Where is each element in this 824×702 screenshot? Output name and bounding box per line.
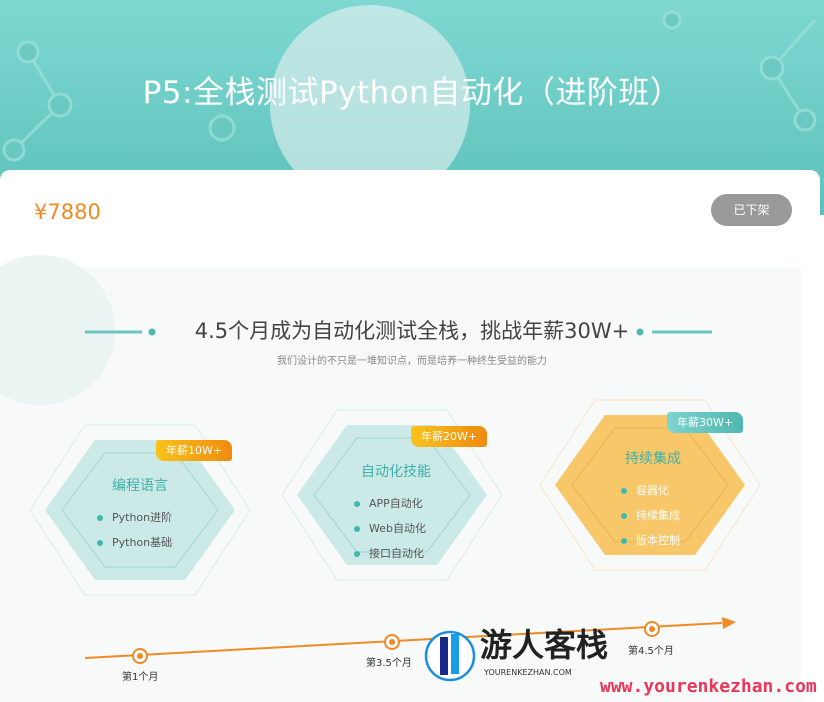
timeline-arrow — [722, 617, 736, 629]
salary-badge-3: 年薪30W+ — [667, 412, 744, 433]
salary-badge-1: 年薪10W+ — [156, 440, 233, 461]
molecule-decoration — [2, 5, 817, 205]
month-label-1: 第1个月 — [122, 672, 159, 683]
price: ¥7880 — [34, 200, 101, 224]
stage-item: Python基础 — [97, 536, 172, 550]
price-card — [0, 170, 820, 230]
course-title: P5:全栈测试Python自动化（进阶班） — [142, 75, 682, 111]
stage-item: 版本控制 — [621, 534, 680, 548]
intro-headline: 4.5个月成为自动化测试全栈，挑战年薪30W+ — [194, 319, 630, 343]
watermark-brand: 游人客栈 — [480, 626, 609, 664]
stage-item: 持续集成 — [621, 509, 680, 523]
stage-item: APP自动化 — [354, 497, 423, 511]
stage-item: 容器化 — [621, 484, 669, 498]
timeline-line — [84, 622, 723, 659]
month-label-2: 第3.5个月 — [366, 658, 412, 669]
stage-item: Web自动化 — [354, 522, 426, 536]
watermark-domain: YOURENKEZHAN.COM — [484, 668, 572, 677]
watermark-url: www.yourenkezhan.com — [600, 676, 817, 697]
stage-item: Python进阶 — [97, 511, 172, 525]
hexagon-1 — [29, 424, 251, 596]
stage-title-3: 持续集成 — [625, 451, 681, 467]
stage-title-1: 编程语言 — [112, 478, 168, 494]
month-label-3: 第4.5个月 — [628, 646, 674, 657]
salary-badge-2: 年薪20W+ — [411, 426, 488, 447]
stage-title-2: 自动化技能 — [361, 464, 431, 480]
intro-subtitle: 我们设计的不只是一堆知识点，而是培养一种终生受益的能力 — [277, 356, 547, 367]
brand-logo-icon — [424, 630, 476, 682]
delisted-button[interactable]: 已下架 — [711, 194, 792, 226]
stage-item: 接口自动化 — [354, 547, 424, 561]
